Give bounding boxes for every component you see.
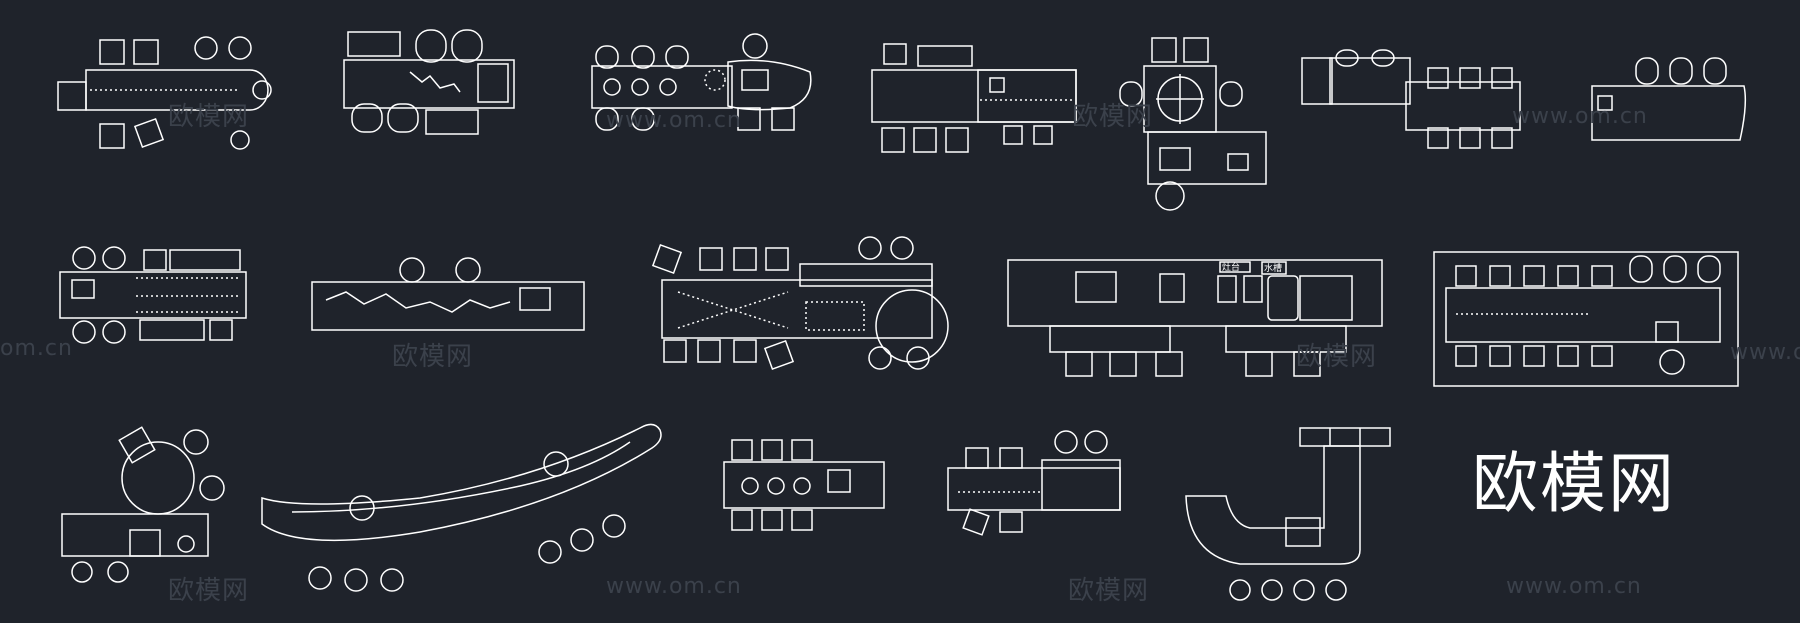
- curved-bar: [261, 423, 662, 592]
- watermark-logo: 欧模网: [392, 342, 474, 372]
- watermark-logo: 欧模网: [1072, 102, 1154, 132]
- island-table-6: [1301, 49, 1521, 149]
- island-table-11: 灶台 水槽: [1007, 259, 1383, 377]
- tag-2: 水槽: [1264, 262, 1282, 274]
- tag-1: 灶台: [1222, 261, 1240, 273]
- island-table-16: [947, 430, 1121, 536]
- island-table-4: [871, 43, 1077, 153]
- watermark-logo: 欧模网: [1068, 576, 1150, 606]
- watermark-logo: 欧模网: [168, 576, 250, 606]
- watermark-url: www.om.cn: [1512, 104, 1648, 129]
- island-table-1: [57, 36, 272, 150]
- island-table-10: [651, 236, 949, 371]
- island-table-15: [723, 439, 885, 531]
- island-table-2: [343, 29, 515, 135]
- watermark-url: www.om.cn: [606, 574, 742, 599]
- island-table-7: [1591, 57, 1747, 141]
- dining-square: [1119, 37, 1267, 211]
- watermark-logo: 欧模网: [1296, 342, 1378, 372]
- watermark-logo: 欧模网: [168, 102, 250, 132]
- watermark-url: www.om.cn: [606, 108, 742, 133]
- round-table-13: [61, 426, 225, 583]
- watermark-url: www.om.cn: [1730, 340, 1800, 365]
- island-table-3: [591, 33, 812, 131]
- watermark-url: om.cn: [0, 336, 73, 361]
- island-table-12: [1433, 251, 1739, 387]
- island-table-8: [59, 246, 247, 344]
- watermark-url: www.om.cn: [1506, 574, 1642, 599]
- brand-logo-text: 欧模网: [1472, 445, 1676, 522]
- marble-counter: [311, 257, 585, 331]
- j-counter: [1185, 427, 1391, 601]
